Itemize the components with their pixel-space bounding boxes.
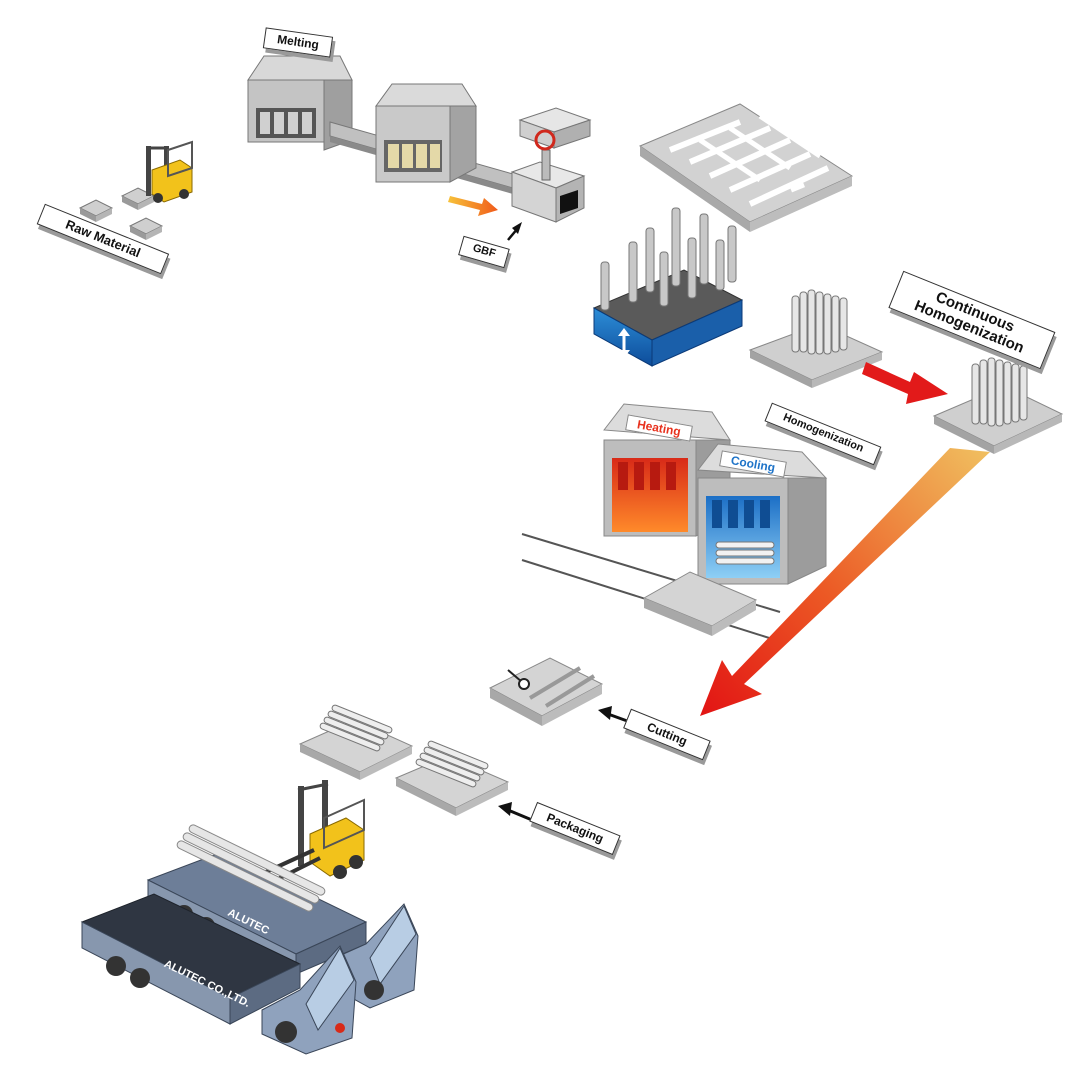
maze-mould — [638, 103, 854, 232]
flow-arrow-big — [700, 448, 990, 716]
package-bundle-left — [298, 704, 414, 780]
truck-front — [80, 893, 357, 1055]
small-flow-arrow — [448, 196, 498, 216]
red-arrow-to-homogenization — [862, 362, 948, 404]
melting-furnace — [247, 55, 353, 151]
gbf-unit — [510, 107, 592, 223]
forklift-bottom — [265, 780, 365, 882]
press-rods — [600, 207, 737, 311]
packaging-pointer-arrow — [498, 802, 533, 822]
billet-bundle-right — [932, 357, 1064, 454]
holding-furnace — [375, 83, 477, 183]
cutting-table — [488, 657, 604, 726]
transfer-plate — [642, 571, 758, 636]
gbf-pointer-arrow — [507, 222, 522, 241]
billet-bundle-left — [748, 289, 884, 388]
forklift-top — [146, 140, 193, 203]
package-bundle-right — [394, 740, 510, 816]
